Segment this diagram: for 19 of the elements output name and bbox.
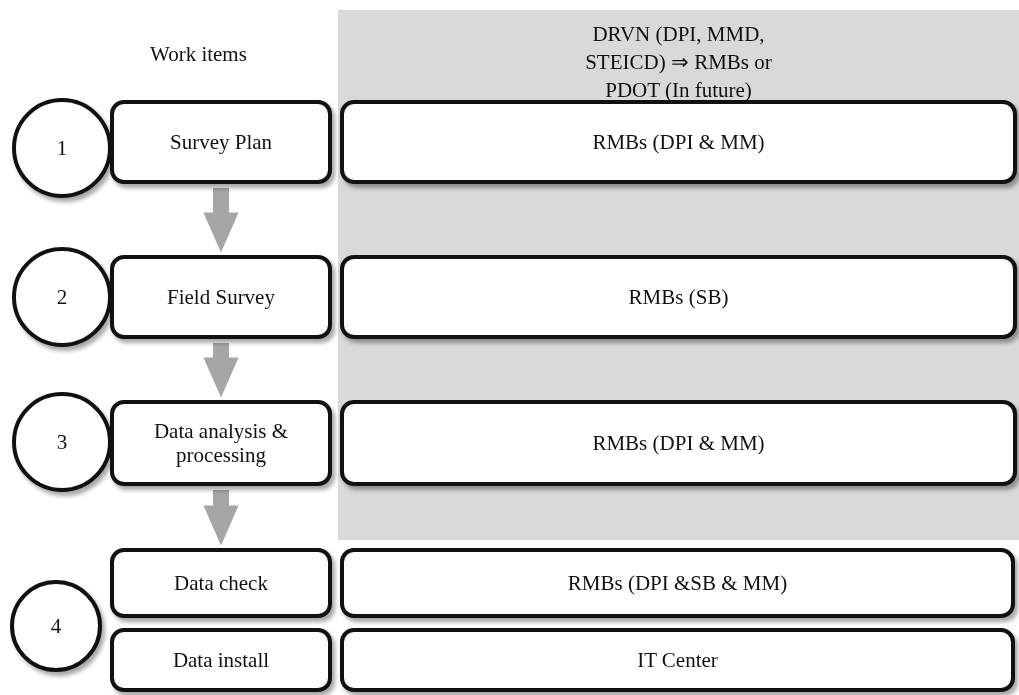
step-number-circle: 3 [12,392,112,492]
work-item-box: Data analysis & processing [110,400,332,486]
arrow [203,188,239,253]
arrow [203,343,239,398]
organization-box: RMBs (DPI & MM) [340,100,1017,184]
work-item-box: Data install [110,628,332,692]
column-heading: Work items [150,42,247,67]
organization-box: RMBs (DPI &SB & MM) [340,548,1015,618]
work-item-box: Field Survey [110,255,332,339]
step-number-circle: 2 [12,247,112,347]
organization-box: RMBs (SB) [340,255,1017,339]
organization-box: RMBs (DPI & MM) [340,400,1017,486]
step-number-circle: 1 [12,98,112,198]
work-item-box: Survey Plan [110,100,332,184]
step-number-circle: 4 [10,580,102,672]
work-item-box: Data check [110,548,332,618]
arrow [203,490,239,546]
organization-box: IT Center [340,628,1015,692]
role-band [338,10,1019,540]
